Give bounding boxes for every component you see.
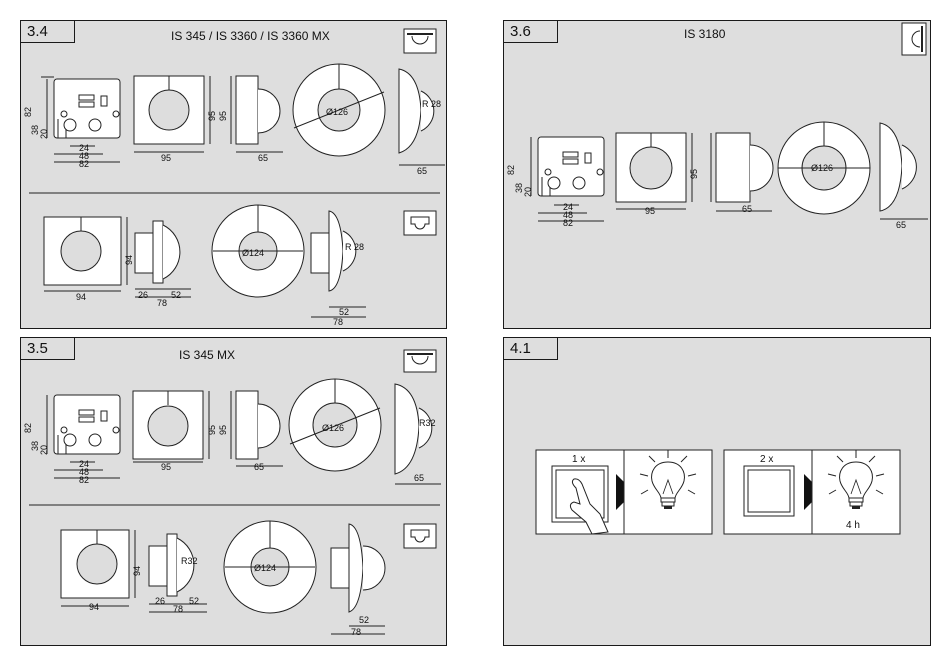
svg-text:95: 95 (218, 425, 228, 435)
svg-text:20: 20 (39, 445, 49, 455)
flush-profile-1 (135, 221, 191, 297)
svg-text:94: 94 (132, 566, 142, 576)
svg-text:20: 20 (523, 187, 533, 197)
panel-3-6: 3.6 IS 3180 (503, 20, 931, 329)
svg-text:78: 78 (333, 317, 343, 327)
square-cover-flush (44, 217, 127, 291)
svg-text:65: 65 (417, 166, 427, 176)
svg-text:82: 82 (563, 218, 573, 228)
svg-text:94: 94 (124, 255, 134, 265)
square-cover-flush (61, 530, 135, 606)
wall-mount-icon (902, 23, 926, 55)
svg-text:52: 52 (171, 290, 181, 300)
step-1-label: 1 x (572, 454, 585, 465)
flush-mount-icon (404, 524, 436, 548)
panel-3-4-drawings: 82 38 20 24 48 82 95 95 95 65 Ø126 R 28 … (21, 21, 447, 329)
svg-text:78: 78 (157, 298, 167, 308)
flush-mount-icon (404, 211, 436, 235)
svg-text:R32: R32 (181, 556, 198, 566)
svg-text:94: 94 (89, 602, 99, 612)
svg-text:65: 65 (254, 462, 264, 472)
panel-3-4: 3.4 IS 345 / IS 3360 / IS 3360 MX (20, 20, 447, 329)
svg-text:R32: R32 (419, 418, 436, 428)
svg-text:Ø126: Ø126 (322, 423, 344, 433)
svg-text:26: 26 (138, 290, 148, 300)
svg-text:95: 95 (161, 153, 171, 163)
square-cover (133, 391, 209, 462)
svg-text:Ø126: Ø126 (326, 107, 348, 117)
svg-text:65: 65 (414, 473, 424, 483)
svg-text:65: 65 (742, 204, 752, 214)
side-profile-1 (231, 76, 283, 152)
side-profile-2 (399, 69, 445, 165)
ceiling-mount-icon (404, 29, 436, 53)
svg-text:82: 82 (506, 165, 516, 175)
svg-text:R 28: R 28 (422, 99, 441, 109)
square-cover (616, 133, 692, 209)
svg-text:95: 95 (689, 169, 699, 179)
svg-text:82: 82 (79, 475, 89, 485)
svg-text:52: 52 (189, 596, 199, 606)
svg-text:95: 95 (207, 111, 217, 121)
svg-text:95: 95 (218, 111, 228, 121)
svg-text:65: 65 (258, 153, 268, 163)
panel-3-5-drawings: 82 38 20 24 48 82 95 95 95 65 Ø126 R32 6… (21, 338, 447, 646)
svg-text:R 28: R 28 (345, 242, 364, 252)
panel-4-1: 4.1 (503, 337, 931, 646)
svg-text:82: 82 (79, 159, 89, 169)
flush-profile-2 (331, 524, 385, 634)
svg-text:Ø124: Ø124 (254, 563, 276, 573)
svg-text:82: 82 (23, 107, 33, 117)
panel-4-1-drawings: 1 x 2 x 4 h (504, 338, 931, 646)
side-profile-2 (395, 384, 441, 484)
ceiling-mount-icon (404, 350, 436, 372)
svg-text:95: 95 (645, 206, 655, 216)
svg-text:26: 26 (155, 596, 165, 606)
svg-text:94: 94 (76, 292, 86, 302)
svg-text:Ø124: Ø124 (242, 248, 264, 258)
svg-text:78: 78 (173, 604, 183, 614)
side-profile-2 (880, 123, 928, 219)
svg-text:82: 82 (23, 423, 33, 433)
duration-label: 4 h (846, 520, 860, 531)
side-profile-1 (711, 133, 773, 211)
square-cover (134, 76, 210, 152)
side-profile-1 (231, 391, 283, 466)
svg-text:52: 52 (359, 615, 369, 625)
svg-text:95: 95 (207, 425, 217, 435)
svg-text:52: 52 (339, 307, 349, 317)
svg-text:95: 95 (161, 462, 171, 472)
panel-3-5: 3.5 IS 345 MX (20, 337, 447, 646)
svg-text:65: 65 (896, 220, 906, 230)
step-2-label: 2 x (760, 454, 773, 465)
svg-text:78: 78 (351, 627, 361, 637)
svg-text:20: 20 (39, 129, 49, 139)
svg-text:Ø126: Ø126 (811, 163, 833, 173)
panel-3-6-drawings: 82 38 20 24 48 82 95 95 65 Ø126 65 (504, 21, 931, 329)
flush-profile-2 (311, 211, 366, 317)
